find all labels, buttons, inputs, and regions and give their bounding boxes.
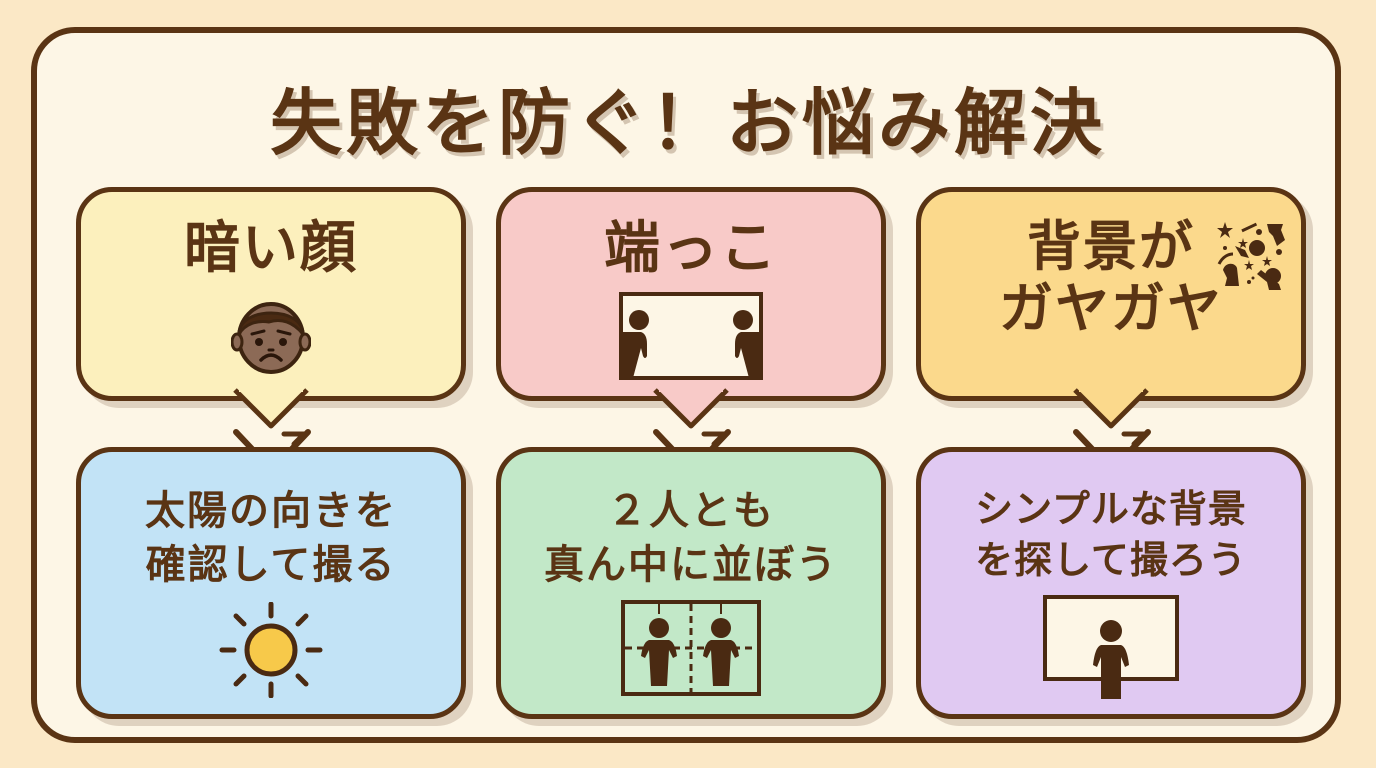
solution-bubble-simple-background: シンプルな背景 を探して撮ろう xyxy=(916,447,1306,719)
person-plain-background-icon xyxy=(1043,594,1179,699)
people-at-edges-icon xyxy=(619,292,763,380)
page-title: 失敗を防ぐ！お悩み解決 xyxy=(269,81,1106,165)
busy-background-icon xyxy=(1217,222,1285,290)
problem-bubble-dark-face: 暗い顔 xyxy=(76,187,466,429)
problem-line-1: 背景が xyxy=(1027,215,1195,278)
solution-line-2: 真ん中に並ぼう xyxy=(544,542,838,588)
problem-label: 端っこ xyxy=(604,216,778,281)
solution-line-2: 確認して撮る xyxy=(145,542,397,588)
solution-bubble-sun-direction: 太陽の向きを 確認して撮る xyxy=(76,447,466,719)
problem-line-2: ガヤガヤ xyxy=(999,277,1223,341)
solution-line-1: シンプルな背景 xyxy=(975,487,1247,531)
problem-label: 暗い顔 xyxy=(184,216,358,281)
solution-line-1: ２人とも xyxy=(607,488,775,534)
problem-bubble-edge: 端っこ xyxy=(496,187,886,429)
solution-line-1: 太陽の向きを xyxy=(145,488,397,534)
solution-line-2: を探して撮ろう xyxy=(975,538,1247,583)
problem-bubble-busy-background: 背景が ガヤガヤ xyxy=(916,187,1306,429)
solution-bubble-center: ２人とも 真ん中に並ぼう xyxy=(496,447,886,719)
people-centered-grid-icon xyxy=(621,600,761,696)
sad-face-icon xyxy=(231,302,311,374)
sun-icon xyxy=(219,602,323,698)
